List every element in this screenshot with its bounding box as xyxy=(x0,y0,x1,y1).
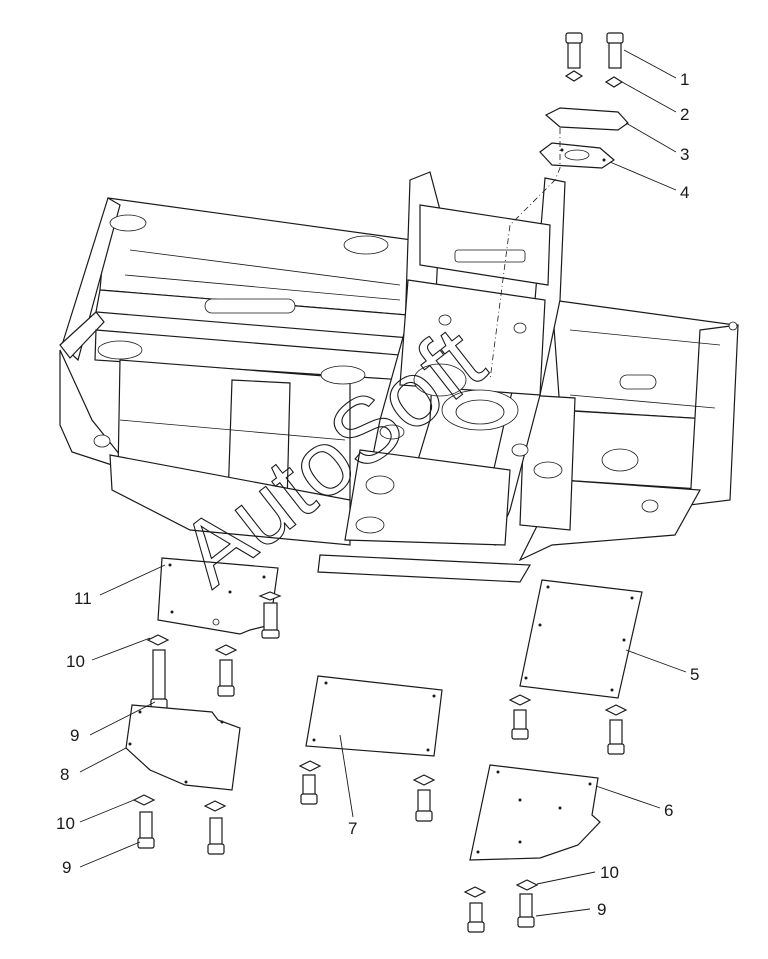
cover-plate-5 xyxy=(519,579,643,699)
washer-10k xyxy=(463,886,487,898)
callout-7: 7 xyxy=(348,819,357,838)
frame-edge-line-5 xyxy=(119,419,346,441)
bolt-9h-head xyxy=(415,810,433,822)
frame-boss-3 xyxy=(379,424,405,440)
bolt-1a-head xyxy=(565,32,583,44)
frame-left-end xyxy=(59,349,121,466)
bolt-1b-head xyxy=(606,32,624,44)
frame-mount-left xyxy=(93,434,111,448)
frame-edge-line-1 xyxy=(129,249,401,286)
frame-hole-4 xyxy=(320,365,366,385)
frame-edge-line-3 xyxy=(569,329,721,346)
frame-swing-base xyxy=(344,449,511,546)
frame-pivot xyxy=(728,321,738,331)
frame-right-wall xyxy=(689,324,739,506)
cover-plate-6 xyxy=(469,764,601,861)
washer-10i xyxy=(508,694,532,706)
callout-8: 8 xyxy=(60,765,69,784)
bolt-9f-head xyxy=(207,843,225,855)
chassis-frame xyxy=(59,171,739,583)
frame-hole-5 xyxy=(413,363,467,397)
callout-6: 6 xyxy=(664,801,673,820)
frame-center-top-plate xyxy=(419,204,551,286)
frame-slot-left xyxy=(204,298,296,314)
leader-lines xyxy=(79,49,687,917)
callout-10c: 10 xyxy=(600,863,619,882)
frame-hole-6 xyxy=(601,448,639,472)
cover-plate-3 xyxy=(544,107,629,131)
frame-left-corner xyxy=(59,311,105,359)
cover-plate-8 xyxy=(125,704,241,791)
washer-10g xyxy=(298,760,322,772)
callout-2: 2 xyxy=(680,105,689,124)
callout-10b: 10 xyxy=(56,814,75,833)
frame-hole-10 xyxy=(511,443,529,457)
frame-hole-3 xyxy=(97,340,143,360)
washer-10f xyxy=(203,800,227,812)
callout-1: 1 xyxy=(680,70,689,89)
bolt-9k-head xyxy=(517,916,535,928)
bolt-9i-head xyxy=(511,728,529,740)
bolt-9k xyxy=(519,893,533,921)
callout-labels: 1 2 3 4 5 6 7 8 9 9 9 10 10 10 11 xyxy=(56,70,699,919)
frame-slot-top xyxy=(454,249,526,263)
washer-10h xyxy=(412,774,436,786)
bolt-9e-head xyxy=(217,685,235,697)
cover-plate-11-group xyxy=(146,557,282,710)
callout-9c: 9 xyxy=(597,900,606,919)
callout-4: 4 xyxy=(680,183,689,202)
bolt-9g-head xyxy=(300,793,318,805)
frame-front-skirt xyxy=(109,454,351,546)
frame-hole-7 xyxy=(533,461,563,479)
frame-hole-1 xyxy=(109,214,147,232)
callout-9b: 9 xyxy=(62,858,71,877)
washer-10c xyxy=(515,879,539,891)
callout-11: 11 xyxy=(74,589,92,608)
callout-3: 3 xyxy=(680,145,689,164)
bolt-9c-head xyxy=(467,921,485,933)
washer-2b xyxy=(604,76,624,88)
callout-5: 5 xyxy=(690,665,699,684)
washer-10j xyxy=(604,704,628,716)
callout-9a: 9 xyxy=(70,726,79,745)
frame-boss-2 xyxy=(355,516,385,534)
bolt-9j-head xyxy=(607,743,625,755)
bolt-9d-head xyxy=(261,629,280,639)
bolt-9a xyxy=(152,649,166,703)
frame-hole-8 xyxy=(438,314,452,326)
top-cover-assembly xyxy=(489,32,629,381)
bolt-9d xyxy=(263,602,278,634)
cover-plate-5-group xyxy=(508,579,643,755)
callout-10a: 10 xyxy=(66,652,85,671)
frame-swing-ring-inner xyxy=(455,399,505,425)
alignment-line xyxy=(489,128,561,381)
washer-10b xyxy=(132,794,156,806)
washer-10a xyxy=(146,634,170,646)
frame-mount-right xyxy=(641,499,659,513)
washer-2a xyxy=(564,70,584,82)
frame-boss-1 xyxy=(365,475,395,495)
washer-10e xyxy=(214,644,238,656)
washer-10d xyxy=(258,591,282,601)
cover-plate-7 xyxy=(305,675,443,757)
cover-plate-11 xyxy=(157,557,279,635)
frame-hole-9 xyxy=(513,322,527,334)
cover-plate-8-group xyxy=(125,704,241,855)
bolt-9b-head xyxy=(137,837,155,849)
frame-edge-line-2 xyxy=(124,274,401,301)
gasket-plate-4-hole xyxy=(564,149,590,161)
frame-slot-right xyxy=(619,374,657,390)
cover-plate-6-group xyxy=(463,764,601,933)
frame-hole-2 xyxy=(343,235,389,255)
frame-bottom-plate xyxy=(317,554,532,583)
cover-plate-7-group xyxy=(298,675,443,822)
frame-edge-line-4 xyxy=(569,394,716,409)
